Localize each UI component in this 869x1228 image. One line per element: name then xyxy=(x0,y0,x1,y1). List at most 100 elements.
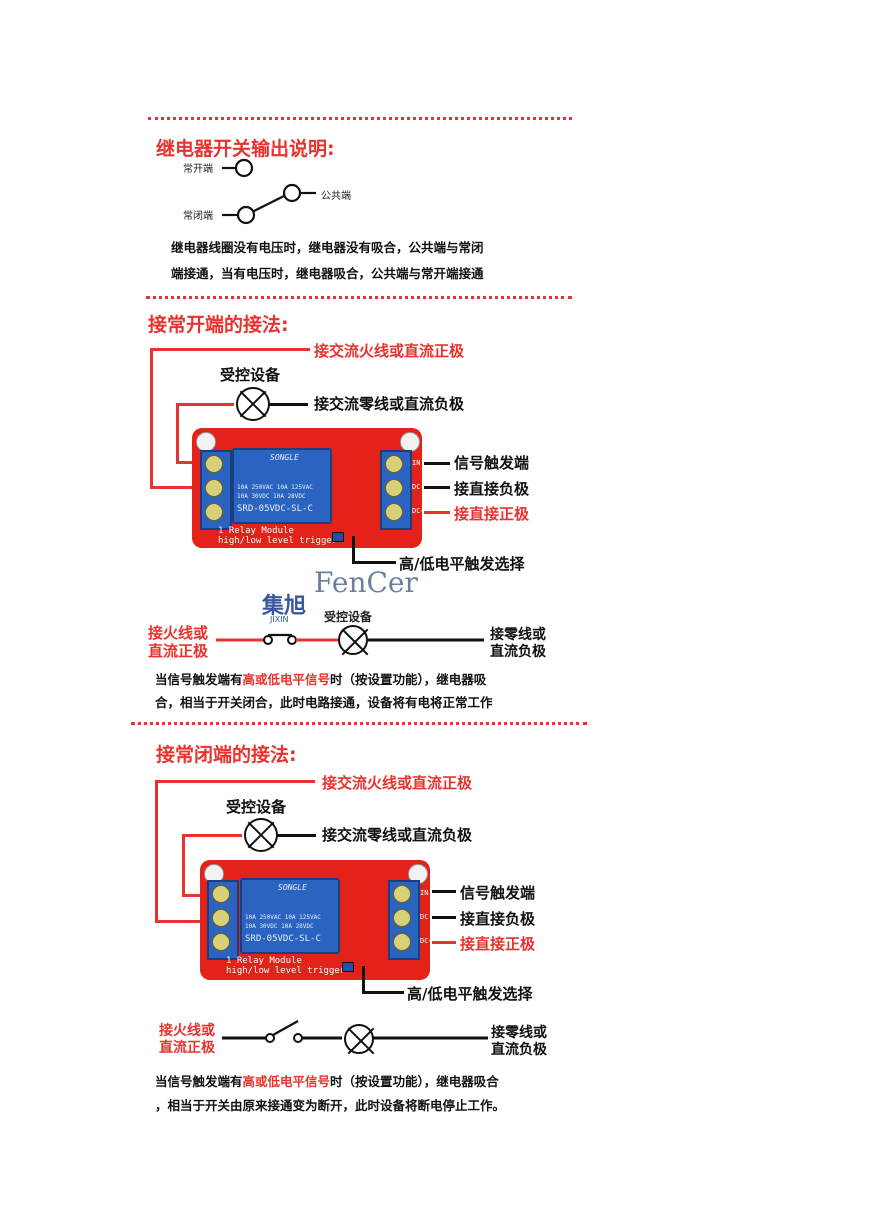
terminal-screw xyxy=(385,479,403,497)
terminal-screw xyxy=(212,885,230,903)
section2-para-highlight: 高或低电平信号 xyxy=(242,672,331,687)
terminal-screw xyxy=(393,909,411,927)
watermark-brand: FenCer xyxy=(314,566,418,599)
jumper-pointer-vertical xyxy=(352,536,355,564)
section2-para-line2: 合，相当于开关闭合，此时电路接通，设备将有电将正常工作 xyxy=(155,695,493,710)
section2-live-label: 接交流火线或直流正极 xyxy=(314,342,465,360)
negative-pointer xyxy=(424,486,450,489)
section2-circuit-device-label: 受控设备 xyxy=(324,610,373,624)
board-silk-line2: high/low level trigger xyxy=(226,966,346,976)
terminal-screw xyxy=(393,933,411,951)
device-wire-to-board xyxy=(176,461,204,464)
mount-hole xyxy=(400,432,420,452)
watermark-logo-cn: 集旭 xyxy=(262,594,307,619)
nc-terminal-label: 常闭端 xyxy=(183,211,213,222)
divider-1 xyxy=(148,117,572,120)
board-silk-line2: high/low level trigger xyxy=(218,536,338,546)
pin-in-label: IN xyxy=(420,889,429,897)
open-switch-circuit xyxy=(222,1020,488,1043)
terminal-screw xyxy=(385,455,403,473)
section3-right-line1: 接零线或 xyxy=(491,1025,547,1041)
device-wire-horizontal xyxy=(182,834,242,837)
jumper-pointer-vertical xyxy=(362,966,365,994)
relay-brand: SONGLE xyxy=(270,453,299,462)
section3-left-line2: 直流正极 xyxy=(159,1040,215,1056)
section3-para-line1: 当信号触发端有高或低电平信号时（按设置功能），继电器吸合 xyxy=(155,1070,499,1093)
board-silk-line1: 1 Relay Module xyxy=(226,956,302,966)
relay-spec2: 10A 30VDC 10A 28VDC xyxy=(245,923,314,930)
section2-signal-label: 信号触发端 xyxy=(454,454,530,472)
section1-para-line2: 端接通，当有电压时，继电器吸合，公共端与常开端接通 xyxy=(171,266,484,281)
pin-gnd-label: DC- xyxy=(412,483,425,491)
terminal-screw xyxy=(205,455,223,473)
terminal-screw xyxy=(205,503,223,521)
device-wire-to-board xyxy=(182,894,209,897)
section2-positive-label: 接直接正极 xyxy=(454,505,530,523)
section2-title: 接常开端的接法: xyxy=(148,314,289,336)
board-silk-line1: 1 Relay Module xyxy=(218,526,294,536)
section3-title: 接常闭端的接法: xyxy=(156,744,297,766)
section2-para-post: 时（按设置功能），继电器吸 xyxy=(330,672,487,687)
section3-device-label: 受控设备 xyxy=(226,798,287,816)
pin-vcc-label: DC+ xyxy=(420,937,433,945)
circuit-bulb-icon xyxy=(344,1024,374,1054)
live-wire-horizontal xyxy=(155,780,315,783)
section2-right-line2: 直流负极 xyxy=(490,644,546,660)
jumper-icon xyxy=(342,962,354,972)
jumper-pointer-horizontal xyxy=(362,991,404,994)
relay-spec1: 10A 250VAC 10A 125VAC xyxy=(245,914,321,921)
terminal-screw xyxy=(393,885,411,903)
live-wire-vertical xyxy=(155,780,158,922)
section2-left-line2: 直流正极 xyxy=(148,642,209,660)
neutral-wire xyxy=(268,403,308,406)
device-wire-vertical xyxy=(176,403,179,463)
relay-brand: SONGLE xyxy=(278,883,307,892)
section2-left-line1: 接火线或 xyxy=(148,624,209,642)
live-wire-horizontal xyxy=(150,348,310,351)
relay-model: SRD-05VDC-SL-C xyxy=(245,934,321,944)
mount-hole xyxy=(196,432,216,452)
live-wire-to-board xyxy=(155,920,209,923)
live-wire-to-board xyxy=(150,486,204,489)
positive-pointer xyxy=(432,941,456,944)
device-wire-horizontal xyxy=(176,403,234,406)
terminal-screw xyxy=(212,933,230,951)
section2-para-line1: 当信号触发端有高或低电平信号时（按设置功能），继电器吸 xyxy=(155,668,486,691)
device-bulb-icon xyxy=(244,818,278,852)
relay-spec1: 10A 250VAC 10A 125VAC xyxy=(237,484,313,491)
section2-right-line1: 接零线或 xyxy=(490,627,546,643)
no-terminal-label: 常开端 xyxy=(183,164,213,175)
section3-negative-label: 接直接负极 xyxy=(460,910,536,928)
watermark-logo-en: JIXIN xyxy=(270,615,289,624)
section3-live-label: 接交流火线或直流正极 xyxy=(322,774,473,792)
terminal-screw xyxy=(205,479,223,497)
signal-pointer xyxy=(432,890,456,893)
pin-gnd-label: DC- xyxy=(420,913,433,921)
signal-pointer xyxy=(424,462,450,465)
section3-para-post: 时（按设置功能），继电器吸合 xyxy=(330,1074,499,1089)
divider-3 xyxy=(131,722,587,725)
section3-signal-label: 信号触发端 xyxy=(460,884,536,902)
section1-title: 继电器开关输出说明: xyxy=(156,138,335,160)
section3-para-pre: 当信号触发端有 xyxy=(155,1074,243,1089)
section2-neutral-label: 接交流零线或直流负极 xyxy=(314,395,465,413)
divider-2 xyxy=(146,296,572,299)
section3-jumper-label: 高/低电平触发选择 xyxy=(407,985,533,1003)
section3-neutral-label: 接交流零线或直流负极 xyxy=(322,826,473,844)
neutral-wire xyxy=(276,834,316,837)
live-wire-vertical xyxy=(150,348,153,488)
section3-para-line2: ，相当于开关由原来接通变为断开，此时设备将断电停止工作。 xyxy=(155,1098,506,1113)
relay-component: SONGLE 10A 250VAC 10A 125VAC 10A 30VDC 1… xyxy=(232,448,332,524)
terminal-screw xyxy=(385,503,403,521)
relay-model: SRD-05VDC-SL-C xyxy=(237,504,313,514)
section3-para-highlight: 高或低电平信号 xyxy=(242,1074,331,1089)
section3-left-line1: 接火线或 xyxy=(159,1023,215,1039)
section2-negative-label: 接直接负极 xyxy=(454,480,530,498)
terminal-screw xyxy=(212,909,230,927)
section1-para-line1: 继电器线圈没有电压时，继电器没有吸合，公共端与常闭 xyxy=(171,240,484,255)
section3-right-line2: 直流负极 xyxy=(491,1042,547,1058)
device-wire-vertical xyxy=(182,834,185,896)
section3-positive-label: 接直接正极 xyxy=(460,935,536,953)
section2-jumper-label: 高/低电平触发选择 xyxy=(399,555,525,573)
negative-pointer xyxy=(432,916,456,919)
